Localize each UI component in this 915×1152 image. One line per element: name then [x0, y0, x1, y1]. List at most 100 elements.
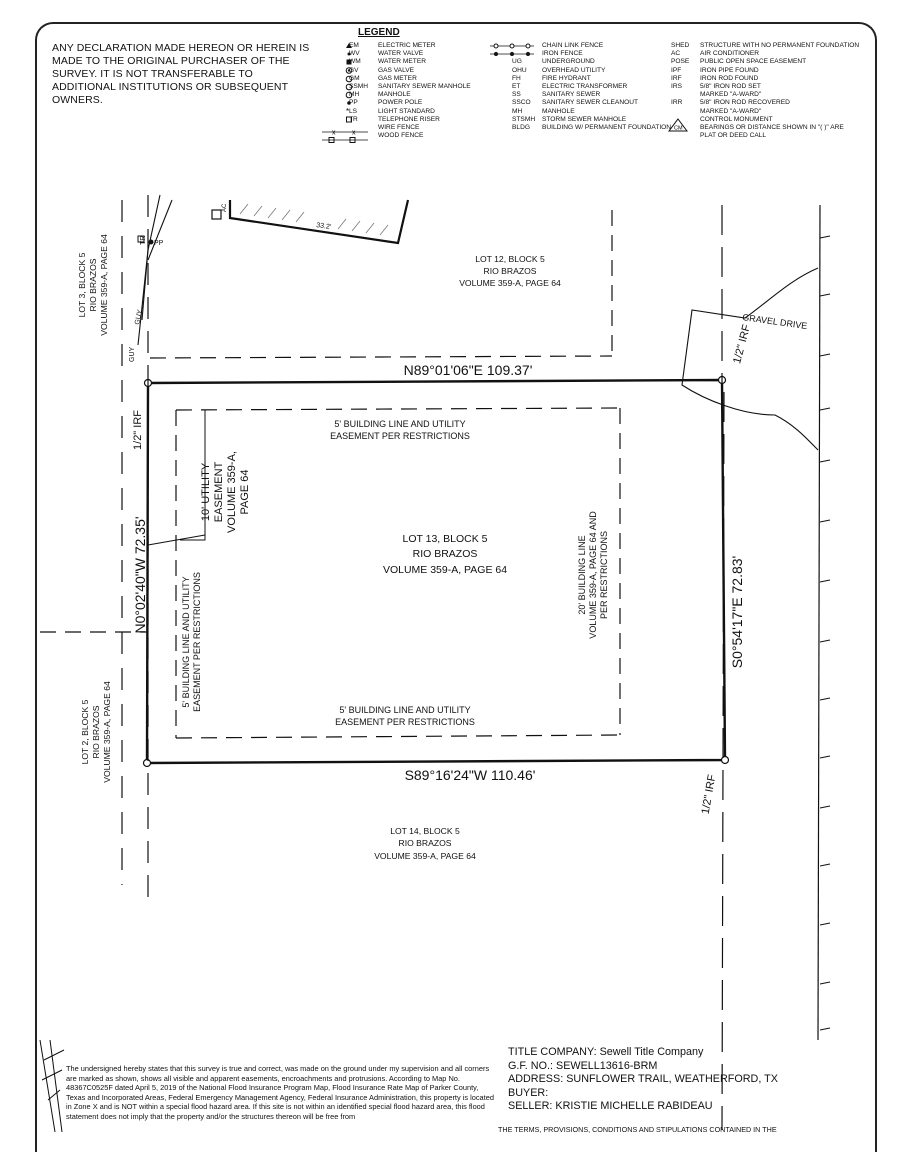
svg-text:5' BUILDING LINE AND UTILITY: 5' BUILDING LINE AND UTILITY [181, 576, 191, 707]
lot13-line2: RIO BRAZOS [413, 548, 478, 560]
svg-text:x: x [352, 130, 356, 137]
buyer: BUYER: [508, 1086, 549, 1099]
svg-text:5' BUILDING LINE AND UTILITY: 5' BUILDING LINE AND UTILITY [339, 705, 470, 715]
building-line-bottom-label: 5' BUILDING LINE AND UTILITY EASEMENT PE… [335, 705, 475, 727]
east-lines [721, 204, 821, 1131]
svg-text:VOLUME 359-A, PAGE 64: VOLUME 359-A, PAGE 64 [459, 278, 561, 288]
dot-icon [347, 52, 351, 56]
east-boundary-call: S0°54'17"E 72.83' [729, 556, 745, 668]
survey-sheet-border [35, 22, 877, 1152]
svg-text:VOLUME 359-A, PAGE 64: VOLUME 359-A, PAGE 64 [99, 234, 109, 336]
telephone-riser-label: TR [140, 236, 147, 245]
building-dimension: 33.2' [316, 222, 332, 231]
svg-text:VOLUME 359-A, PAGE 64 AND: VOLUME 359-A, PAGE 64 AND [588, 511, 598, 639]
utility-easement-line [180, 410, 206, 541]
legend-symbol-icons: * [345, 43, 353, 123]
gf-number: G.F. NO.: SEWELL13616-BRM [508, 1059, 658, 1072]
guy-label-1: GUY [129, 347, 136, 363]
power-pole-label: PP [154, 240, 164, 247]
utility-easement-label: 10' UTILITY EASEMENT VOLUME 359-A, PAGE … [200, 451, 251, 533]
svg-text:VOLUME 359-A, PAGE 64: VOLUME 359-A, PAGE 64 [102, 681, 112, 783]
building-line-top-label: 5' BUILDING LINE AND UTILITY EASEMENT PE… [330, 419, 470, 441]
svg-text:EASEMENT PER RESTRICTIONS: EASEMENT PER RESTRICTIONS [192, 572, 202, 712]
legend-col1-symbols: * [345, 42, 359, 145]
fence-ticks [819, 235, 831, 1031]
legend-fence-icons [490, 43, 534, 56]
legend-title: LEGEND [358, 27, 400, 38]
dot-icon [347, 101, 351, 105]
lot14-label: LOT 14, BLOCK 5 RIO BRAZOS VOLUME 359-A,… [374, 826, 476, 861]
circle-icon [345, 75, 353, 83]
circle-icon [345, 91, 353, 99]
building-lines [149, 210, 621, 739]
square-icon [346, 116, 352, 123]
property-address: ADDRESS: SUNFLOWER TRAIL, WEATHERFORD, T… [508, 1073, 778, 1086]
irf-nw-label: 1/2" IRF [132, 410, 144, 450]
title-company: TITLE COMPANY: Sewell Title Company [508, 1046, 704, 1058]
lot13-line1: LOT 13, BLOCK 5 [402, 533, 487, 545]
svg-text:RIO BRAZOS: RIO BRAZOS [88, 258, 98, 311]
terms-text: THE TERMS, PROVISIONS, CONDITIONS AND ST… [498, 1125, 777, 1134]
power-pole-icon [148, 239, 154, 245]
seller: SELLER: KRISTIE MICHELLE RABIDEAU [508, 1100, 713, 1113]
legend-control-monument-icon: CM [668, 118, 688, 135]
lot13-line3: VOLUME 359-A, PAGE 64 [383, 564, 507, 576]
svg-text:EASEMENT PER RESTRICTIONS: EASEMENT PER RESTRICTIONS [335, 717, 475, 727]
iron-rod-sw-icon [142, 758, 152, 768]
svg-text:LOT 3, BLOCK 5: LOT 3, BLOCK 5 [77, 252, 87, 317]
building-structure [211, 199, 410, 245]
building-line-right-label: 20' BUILDING LINE VOLUME 359-A, PAGE 64 … [577, 511, 609, 639]
svg-text:20' BUILDING LINE: 20' BUILDING LINE [577, 535, 587, 614]
star-icon: * [346, 107, 349, 116]
svg-text:PAGE 64: PAGE 64 [239, 469, 251, 514]
svg-text:LOT 14, BLOCK 5: LOT 14, BLOCK 5 [390, 826, 460, 836]
svg-text:EASEMENT PER RESTRICTIONS: EASEMENT PER RESTRICTIONS [330, 431, 470, 441]
gravel-drive-outline [681, 267, 819, 451]
north-boundary-call: N89°01'06"E 109.37' [404, 362, 533, 378]
west-boundary-call: N0°02'40"W 72.35' [132, 516, 148, 633]
lot12-label: LOT 12, BLOCK 5 RIO BRAZOS VOLUME 359-A,… [459, 254, 561, 288]
guy-label-2: GUY [134, 309, 144, 326]
title-block: TITLE COMPANY: Sewell Title Company G.F.… [508, 1046, 778, 1114]
svg-text:EASEMENT: EASEMENT [213, 461, 225, 522]
svg-text:VOLUME 359-A, PAGE 64: VOLUME 359-A, PAGE 64 [374, 851, 476, 861]
disclaimer-text: ANY DECLARATION MADE HEREON OR HEREIN IS… [52, 42, 310, 106]
legend-col2-lines [490, 42, 540, 65]
svg-text:VOLUME 359-A,: VOLUME 359-A, [226, 451, 238, 533]
south-boundary-call: S89°16'24"W 110.46' [405, 767, 536, 783]
svg-text:5' BUILDING LINE AND UTILITY: 5' BUILDING LINE AND UTILITY [334, 419, 465, 429]
svg-text:LOT 12, BLOCK 5: LOT 12, BLOCK 5 [475, 254, 545, 264]
svg-text:RIO BRAZOS: RIO BRAZOS [398, 838, 451, 848]
svg-text:10' UTILITY: 10' UTILITY [200, 462, 212, 521]
surveyor-certification: The undersigned hereby states that this … [66, 1064, 494, 1121]
lot3-label: LOT 3, BLOCK 5 RIO BRAZOS VOLUME 359-A, … [77, 234, 109, 336]
svg-text:CM: CM [674, 126, 683, 132]
svg-text:RIO BRAZOS: RIO BRAZOS [483, 266, 536, 276]
west-lot-lines [121, 195, 149, 905]
svg-text:LOT 2, BLOCK 5: LOT 2, BLOCK 5 [80, 699, 90, 764]
svg-text:RIO BRAZOS: RIO BRAZOS [91, 705, 101, 758]
circle-dot-icon [347, 69, 351, 72]
irf-se-label: 1/2" IRF [700, 773, 719, 815]
iron-rod-se-icon [720, 755, 730, 765]
svg-text:x: x [332, 130, 336, 137]
triangle-icon [346, 43, 352, 48]
air-conditioner-label: AC [222, 203, 228, 212]
circle-icon [345, 83, 353, 91]
margin-hatch [39, 1039, 65, 1132]
building-line-left-label: 5' BUILDING LINE AND UTILITY EASEMENT PE… [181, 572, 202, 712]
lot2-label: LOT 2, BLOCK 5 RIO BRAZOS VOLUME 359-A, … [80, 681, 112, 783]
irf-ne-label: 1/2" IRF [731, 323, 753, 365]
air-conditioner-icon [211, 209, 222, 220]
telephone-riser-icon [137, 235, 145, 243]
svg-text:PER RESTRICTIONS: PER RESTRICTIONS [599, 531, 609, 619]
